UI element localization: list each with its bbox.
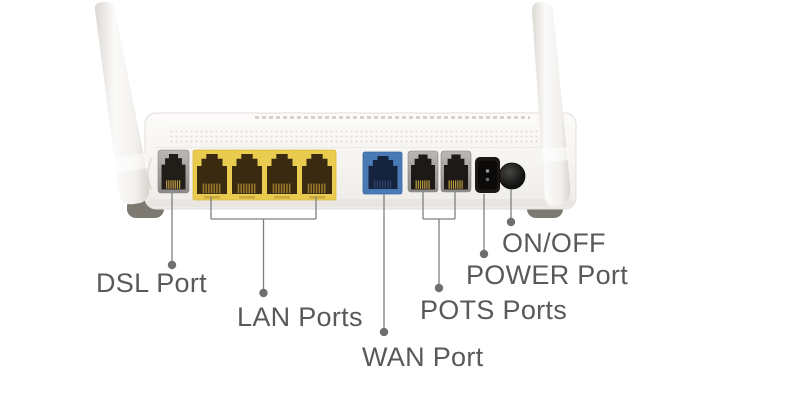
wan-port xyxy=(362,151,403,195)
vent-grille xyxy=(168,127,564,146)
pots-ports xyxy=(407,150,472,193)
leader-lines xyxy=(171,189,512,328)
on-off-button xyxy=(498,162,526,190)
leader-dots xyxy=(167,217,516,337)
label-power-port: POWER Port xyxy=(466,260,629,290)
antenna-right xyxy=(532,2,571,207)
leader-line-lan xyxy=(210,197,317,289)
antenna-left xyxy=(94,2,150,205)
pots-port-2 xyxy=(440,150,472,193)
power-port xyxy=(475,157,500,193)
label-on-off: ON/OFF xyxy=(502,228,606,258)
leader-line-pots xyxy=(422,192,456,284)
label-wan-port: WAN Port xyxy=(362,342,484,372)
label-pots-ports: POTS Ports xyxy=(420,295,568,325)
dsl-port xyxy=(157,149,190,194)
pots-port-1 xyxy=(407,150,439,193)
label-dsl-port: DSL Port xyxy=(96,268,207,298)
label-lan-ports: LAN Ports xyxy=(237,302,363,332)
lan-ports xyxy=(192,149,337,201)
